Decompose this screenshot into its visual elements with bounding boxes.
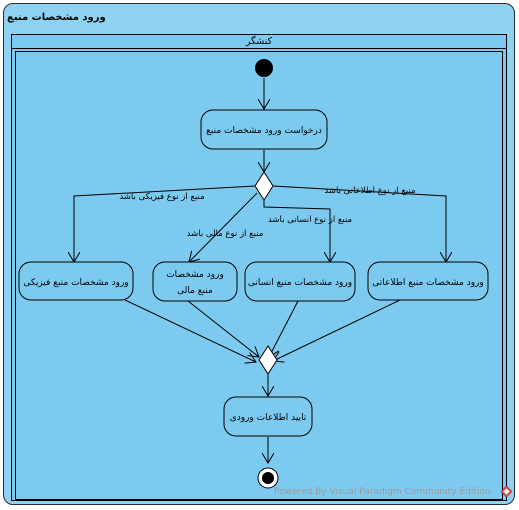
decision-node bbox=[254, 171, 274, 201]
action-physical bbox=[18, 261, 134, 301]
visual-paradigm-logo-icon bbox=[501, 486, 512, 497]
swimlane-header: کنشگر bbox=[12, 35, 506, 49]
action-confirm-label: تایید اطلاعات ورودی bbox=[230, 413, 307, 423]
action-confirm bbox=[223, 396, 313, 437]
guard-human: منبع از نوع انسانی باشد bbox=[268, 215, 352, 225]
action-physical-label: ورود مشخصات منبع فیزیکی bbox=[23, 278, 128, 288]
guard-information: منبع از نوع اطلاعاتی باشد bbox=[324, 186, 415, 196]
edge-human-merge bbox=[269, 300, 299, 357]
action-human-label: ورود مشخصات منبع انسانی bbox=[248, 278, 352, 288]
action-financial-label-2: منبع مالی bbox=[177, 286, 213, 296]
action-request-label: درخواست ورود مشخصات منبع bbox=[206, 126, 322, 136]
guard-financial: منبع از نوع مالی باشد bbox=[187, 229, 264, 239]
action-information-label: ورود مشخصات منبع اطلاعاتی bbox=[372, 278, 484, 288]
merge-node bbox=[258, 345, 278, 375]
edge-financial-merge bbox=[187, 300, 259, 357]
diagram-title: ورود مشخصات منبع bbox=[7, 12, 106, 23]
edge-decision-physical bbox=[74, 185, 256, 262]
guard-physical: منبع از نوع فیزیکی باشد bbox=[119, 192, 204, 202]
edge-decision-human bbox=[263, 199, 330, 262]
action-financial bbox=[152, 261, 238, 302]
action-human bbox=[244, 261, 356, 302]
action-financial-label-1: ورود مشخصات bbox=[166, 270, 224, 280]
edge-decision-financial bbox=[189, 192, 258, 262]
initial-node bbox=[255, 59, 273, 77]
edge-information-merge bbox=[273, 299, 401, 361]
edge-decision-information bbox=[272, 185, 446, 262]
swimlane-body bbox=[15, 51, 503, 500]
final-node bbox=[262, 472, 274, 484]
action-information bbox=[367, 261, 489, 301]
edge-physical-merge bbox=[124, 299, 256, 362]
action-request bbox=[200, 109, 328, 150]
watermark-text: Powered By Visual Paradigm Community Edi… bbox=[274, 487, 491, 497]
